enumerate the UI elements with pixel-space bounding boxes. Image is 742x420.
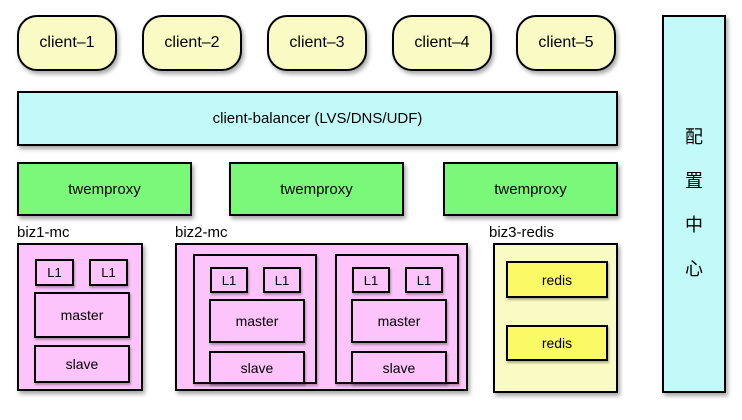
biz1-master-node: master xyxy=(34,292,130,338)
biz1-mc-label: biz1-mc xyxy=(17,224,70,241)
config-center-char-2: 置 xyxy=(685,171,703,192)
biz3-redis-label: biz3-redis xyxy=(489,224,555,241)
client-node-1: client–1 xyxy=(17,15,117,71)
biz1-slave-node: slave xyxy=(34,345,130,383)
client-node-5: client–5 xyxy=(516,15,616,71)
biz1-l1-node-2: L1 xyxy=(89,259,128,286)
biz2-shard1-l1-node-1: L1 xyxy=(210,267,248,293)
twemproxy-node-1: twemproxy xyxy=(17,162,192,216)
biz2-shard-2: L1 L1 master slave xyxy=(335,254,459,384)
biz2-shard2-master-node: master xyxy=(351,299,447,343)
client-node-3: client–3 xyxy=(267,15,367,71)
biz2-mc-cluster: L1 L1 master slave L1 L1 master slave xyxy=(175,243,468,391)
biz2-shard1-l1-node-2: L1 xyxy=(263,267,301,293)
biz2-shard2-slave-node: slave xyxy=(351,351,447,384)
biz2-mc-label: biz2-mc xyxy=(175,224,228,241)
biz1-mc-cluster: L1 L1 master slave xyxy=(17,243,143,391)
biz2-shard1-master-node: master xyxy=(209,299,305,343)
biz1-l1-node-1: L1 xyxy=(35,259,74,286)
biz3-redis-node-1: redis xyxy=(506,261,608,298)
biz3-redis-node-2: redis xyxy=(506,325,608,361)
client-node-2: client–2 xyxy=(142,15,242,71)
client-node-4: client–4 xyxy=(392,15,492,71)
biz2-shard-1: L1 L1 master slave xyxy=(193,254,317,384)
biz3-redis-cluster: redis redis xyxy=(493,243,618,393)
biz2-shard2-l1-node-1: L1 xyxy=(352,267,390,293)
biz2-shard2-l1-node-2: L1 xyxy=(405,267,443,293)
twemproxy-node-3: twemproxy xyxy=(443,162,618,216)
config-center-char-3: 中 xyxy=(685,215,703,236)
config-center-node: 配 置 中 心 xyxy=(662,15,726,393)
config-center-char-1: 配 xyxy=(685,127,703,148)
config-center-char-4: 心 xyxy=(685,259,703,280)
biz2-shard1-slave-node: slave xyxy=(209,351,305,384)
twemproxy-node-2: twemproxy xyxy=(229,162,404,216)
client-balancer-node: client-balancer (LVS/DNS/UDF) xyxy=(17,91,618,146)
